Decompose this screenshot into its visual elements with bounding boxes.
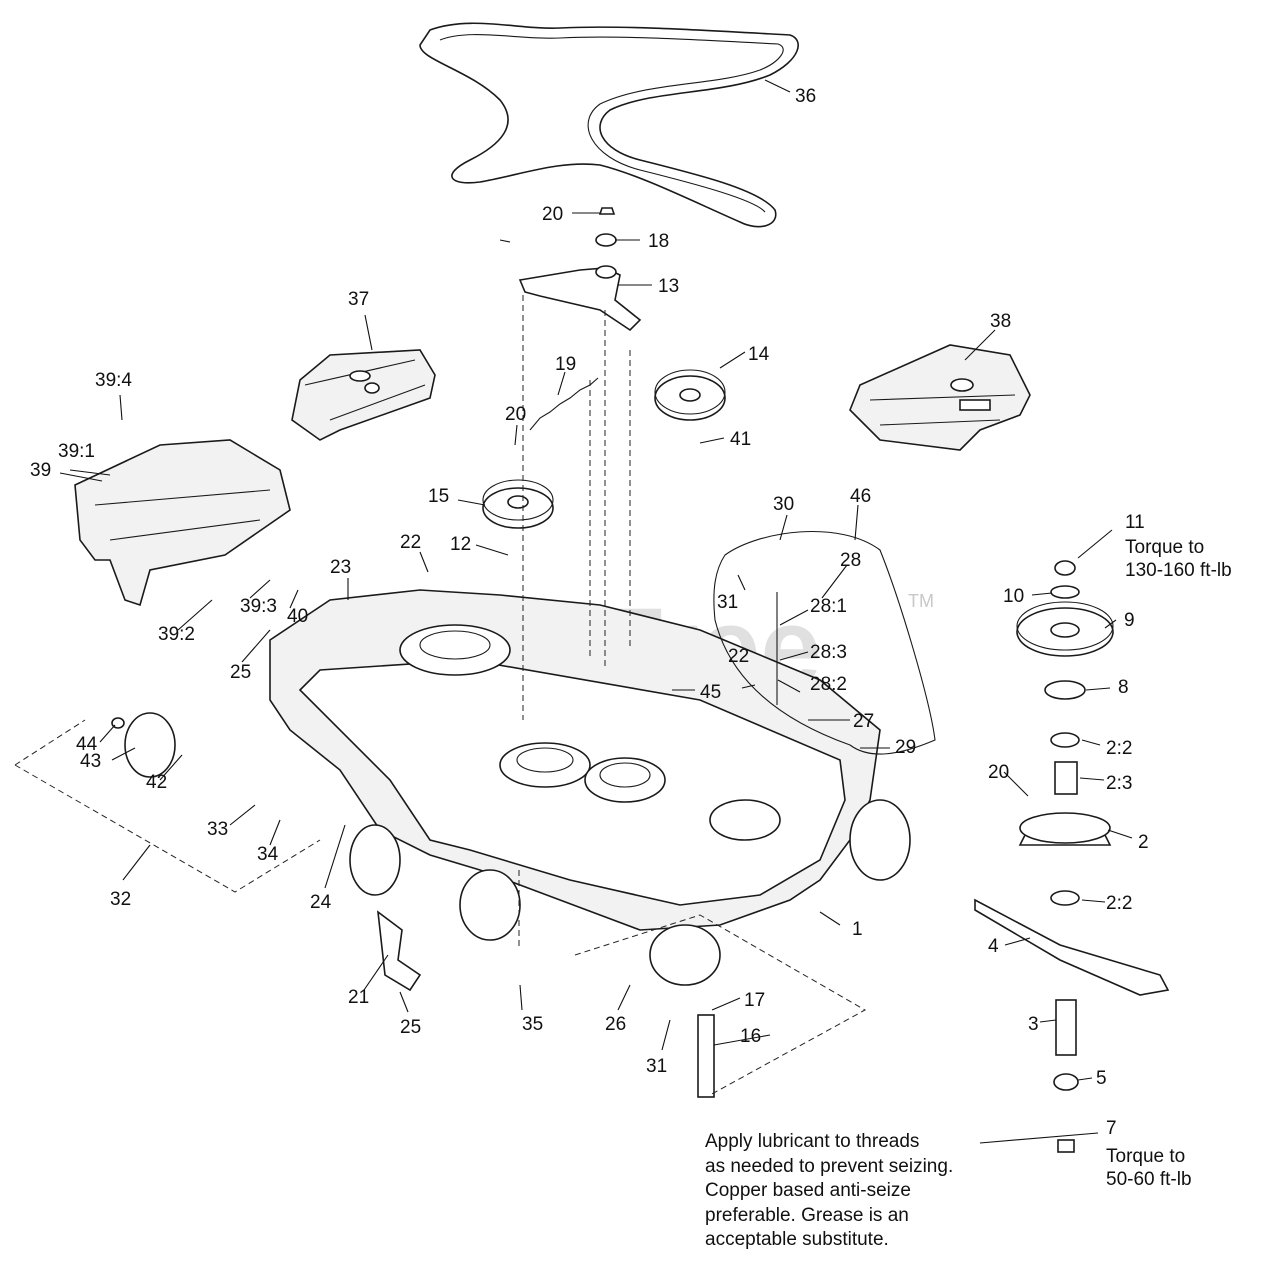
mower-deck-1 <box>269 589 911 986</box>
callout-2: 2 <box>1138 832 1149 853</box>
callout-39-3: 39:3 <box>240 596 277 617</box>
kit-boundary-32 <box>14 719 321 893</box>
watermark-tm: TM <box>908 591 934 611</box>
callout-34: 34 <box>257 844 279 865</box>
idler-arm-13 <box>518 267 642 332</box>
callout-25-upper: 25 <box>230 662 251 683</box>
callout-33: 33 <box>207 819 228 840</box>
callout-12: 12 <box>450 534 471 555</box>
callout-20-mid: 20 <box>505 404 526 425</box>
callout-31-right: 31 <box>717 592 738 613</box>
callout-28: 28 <box>840 550 861 571</box>
spring-19 <box>529 377 599 431</box>
callout-41: 41 <box>730 429 751 450</box>
callout-18: 18 <box>648 231 669 252</box>
callout-35: 35 <box>522 1014 543 1035</box>
callout-15: 15 <box>428 486 449 507</box>
callout-25-lower: 25 <box>400 1017 421 1038</box>
callout-46: 46 <box>850 486 871 507</box>
callout-37: 37 <box>348 289 369 310</box>
callout-39: 39 <box>30 460 51 481</box>
callout-30: 30 <box>773 494 794 515</box>
callout-22-right: 22 <box>728 646 749 667</box>
callout-labels: 36 20 18 13 37 38 14 19 39:4 20 41 39:1 … <box>30 86 1149 1139</box>
callout-42: 42 <box>146 772 167 793</box>
callout-39-2: 39:2 <box>158 624 195 645</box>
torque-note-11: Torque to 130-160 ft-lb <box>1125 537 1232 581</box>
gauge-wheel-43 <box>124 712 176 778</box>
callout-38: 38 <box>990 311 1011 332</box>
callout-40: 40 <box>287 606 308 627</box>
callout-8: 8 <box>1118 677 1129 698</box>
callout-31-lower: 31 <box>646 1056 667 1077</box>
callout-14: 14 <box>748 344 770 365</box>
callout-39-1: 39:1 <box>58 441 95 462</box>
leader-lines <box>59 79 1133 1144</box>
callout-45: 45 <box>700 682 721 703</box>
callout-32: 32 <box>110 889 131 910</box>
baffle-21 <box>377 910 422 992</box>
callout-17: 17 <box>744 990 765 1011</box>
callout-10: 10 <box>1003 586 1024 607</box>
callout-4: 4 <box>988 936 999 957</box>
callout-22-left: 22 <box>400 532 421 553</box>
callout-13: 13 <box>658 276 679 297</box>
callout-7: 7 <box>1106 1118 1117 1139</box>
cover-39 <box>74 439 291 607</box>
callout-19: 19 <box>555 354 576 375</box>
kit-boundary-46 <box>713 530 936 755</box>
callout-28-1: 28:1 <box>810 596 847 617</box>
callout-28-3: 28:3 <box>810 642 847 663</box>
callout-11: 11 <box>1125 512 1145 533</box>
callout-27: 27 <box>853 711 874 732</box>
callout-36: 36 <box>795 86 816 107</box>
callout-2-2-upper: 2:2 <box>1106 738 1132 759</box>
callout-23: 23 <box>330 557 351 578</box>
spindle-assembly <box>974 560 1170 1153</box>
callout-29: 29 <box>895 737 916 758</box>
belt-36 <box>419 22 799 228</box>
pulley-14 <box>654 369 726 421</box>
cover-38 <box>849 344 1031 451</box>
callout-20-right: 20 <box>988 762 1009 783</box>
callout-43: 43 <box>80 751 101 772</box>
callout-2-3: 2:3 <box>1106 773 1132 794</box>
callout-9: 9 <box>1124 610 1135 631</box>
callout-39-4: 39:4 <box>95 370 132 391</box>
pin-16 <box>697 1014 715 1098</box>
cover-37 <box>291 349 436 441</box>
lubricant-note: Apply lubricant to threads as needed to … <box>705 1131 954 1250</box>
pulley-9 <box>1016 601 1114 657</box>
callout-16: 16 <box>740 1026 761 1047</box>
callout-21: 21 <box>348 987 369 1008</box>
callout-2-2-lower: 2:2 <box>1106 893 1132 914</box>
torque-note-7: Torque to 50-60 ft-lb <box>1106 1146 1192 1190</box>
pulley-15 <box>482 479 554 529</box>
callout-5: 5 <box>1096 1068 1107 1089</box>
callout-1: 1 <box>852 919 863 940</box>
callout-3: 3 <box>1028 1014 1039 1035</box>
callout-24: 24 <box>310 892 332 913</box>
callout-20-top: 20 <box>542 204 563 225</box>
callout-26: 26 <box>605 1014 626 1035</box>
callout-28-2: 28:2 <box>810 674 847 695</box>
callout-44: 44 <box>76 734 98 755</box>
